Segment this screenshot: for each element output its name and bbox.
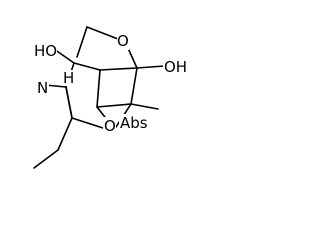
oh-right-bg: [163, 58, 186, 76]
bond-cage-2: [99, 67, 138, 71]
chemical-structure-diagram: HO O OH N H O Abs: [33, 26, 187, 169]
ho-top-label: HO: [34, 42, 57, 60]
n-label: N: [37, 79, 48, 97]
bond-lower-c-1: [57, 117, 73, 151]
abs-bg: [119, 114, 150, 132]
bond-cage-1: [73, 62, 101, 71]
h-n-bg: [62, 70, 73, 86]
bond-lower-o-3: [65, 86, 73, 119]
abs-label: Abs: [120, 114, 148, 132]
ring-o-top-bg: [117, 33, 129, 50]
oh-right-label: OH: [164, 58, 187, 76]
bond-ch2-top-left: [76, 26, 88, 58]
bond-ch2-to-ring-o: [86, 26, 119, 40]
bond-methyl-right: [130, 103, 159, 110]
ring-o-top-label: O: [117, 32, 129, 50]
h-n-label: H: [63, 69, 74, 87]
bond-cage-4: [130, 67, 138, 105]
bond-oh-right: [136, 65, 165, 69]
bond-ho-left: [53, 48, 75, 64]
bond-cage-5: [96, 69, 101, 108]
n-bg: [36, 79, 49, 97]
ring-o-bottom-bg: [103, 117, 116, 135]
bond-cage-6: [96, 103, 132, 108]
bond-methyl-lower: [33, 149, 59, 169]
bond-lower-o-2: [71, 117, 104, 129]
ring-o-bottom-label: O: [104, 117, 116, 135]
ho-top-bg: [34, 42, 57, 60]
atom-labels: HO O OH N H O Abs: [34, 32, 187, 135]
